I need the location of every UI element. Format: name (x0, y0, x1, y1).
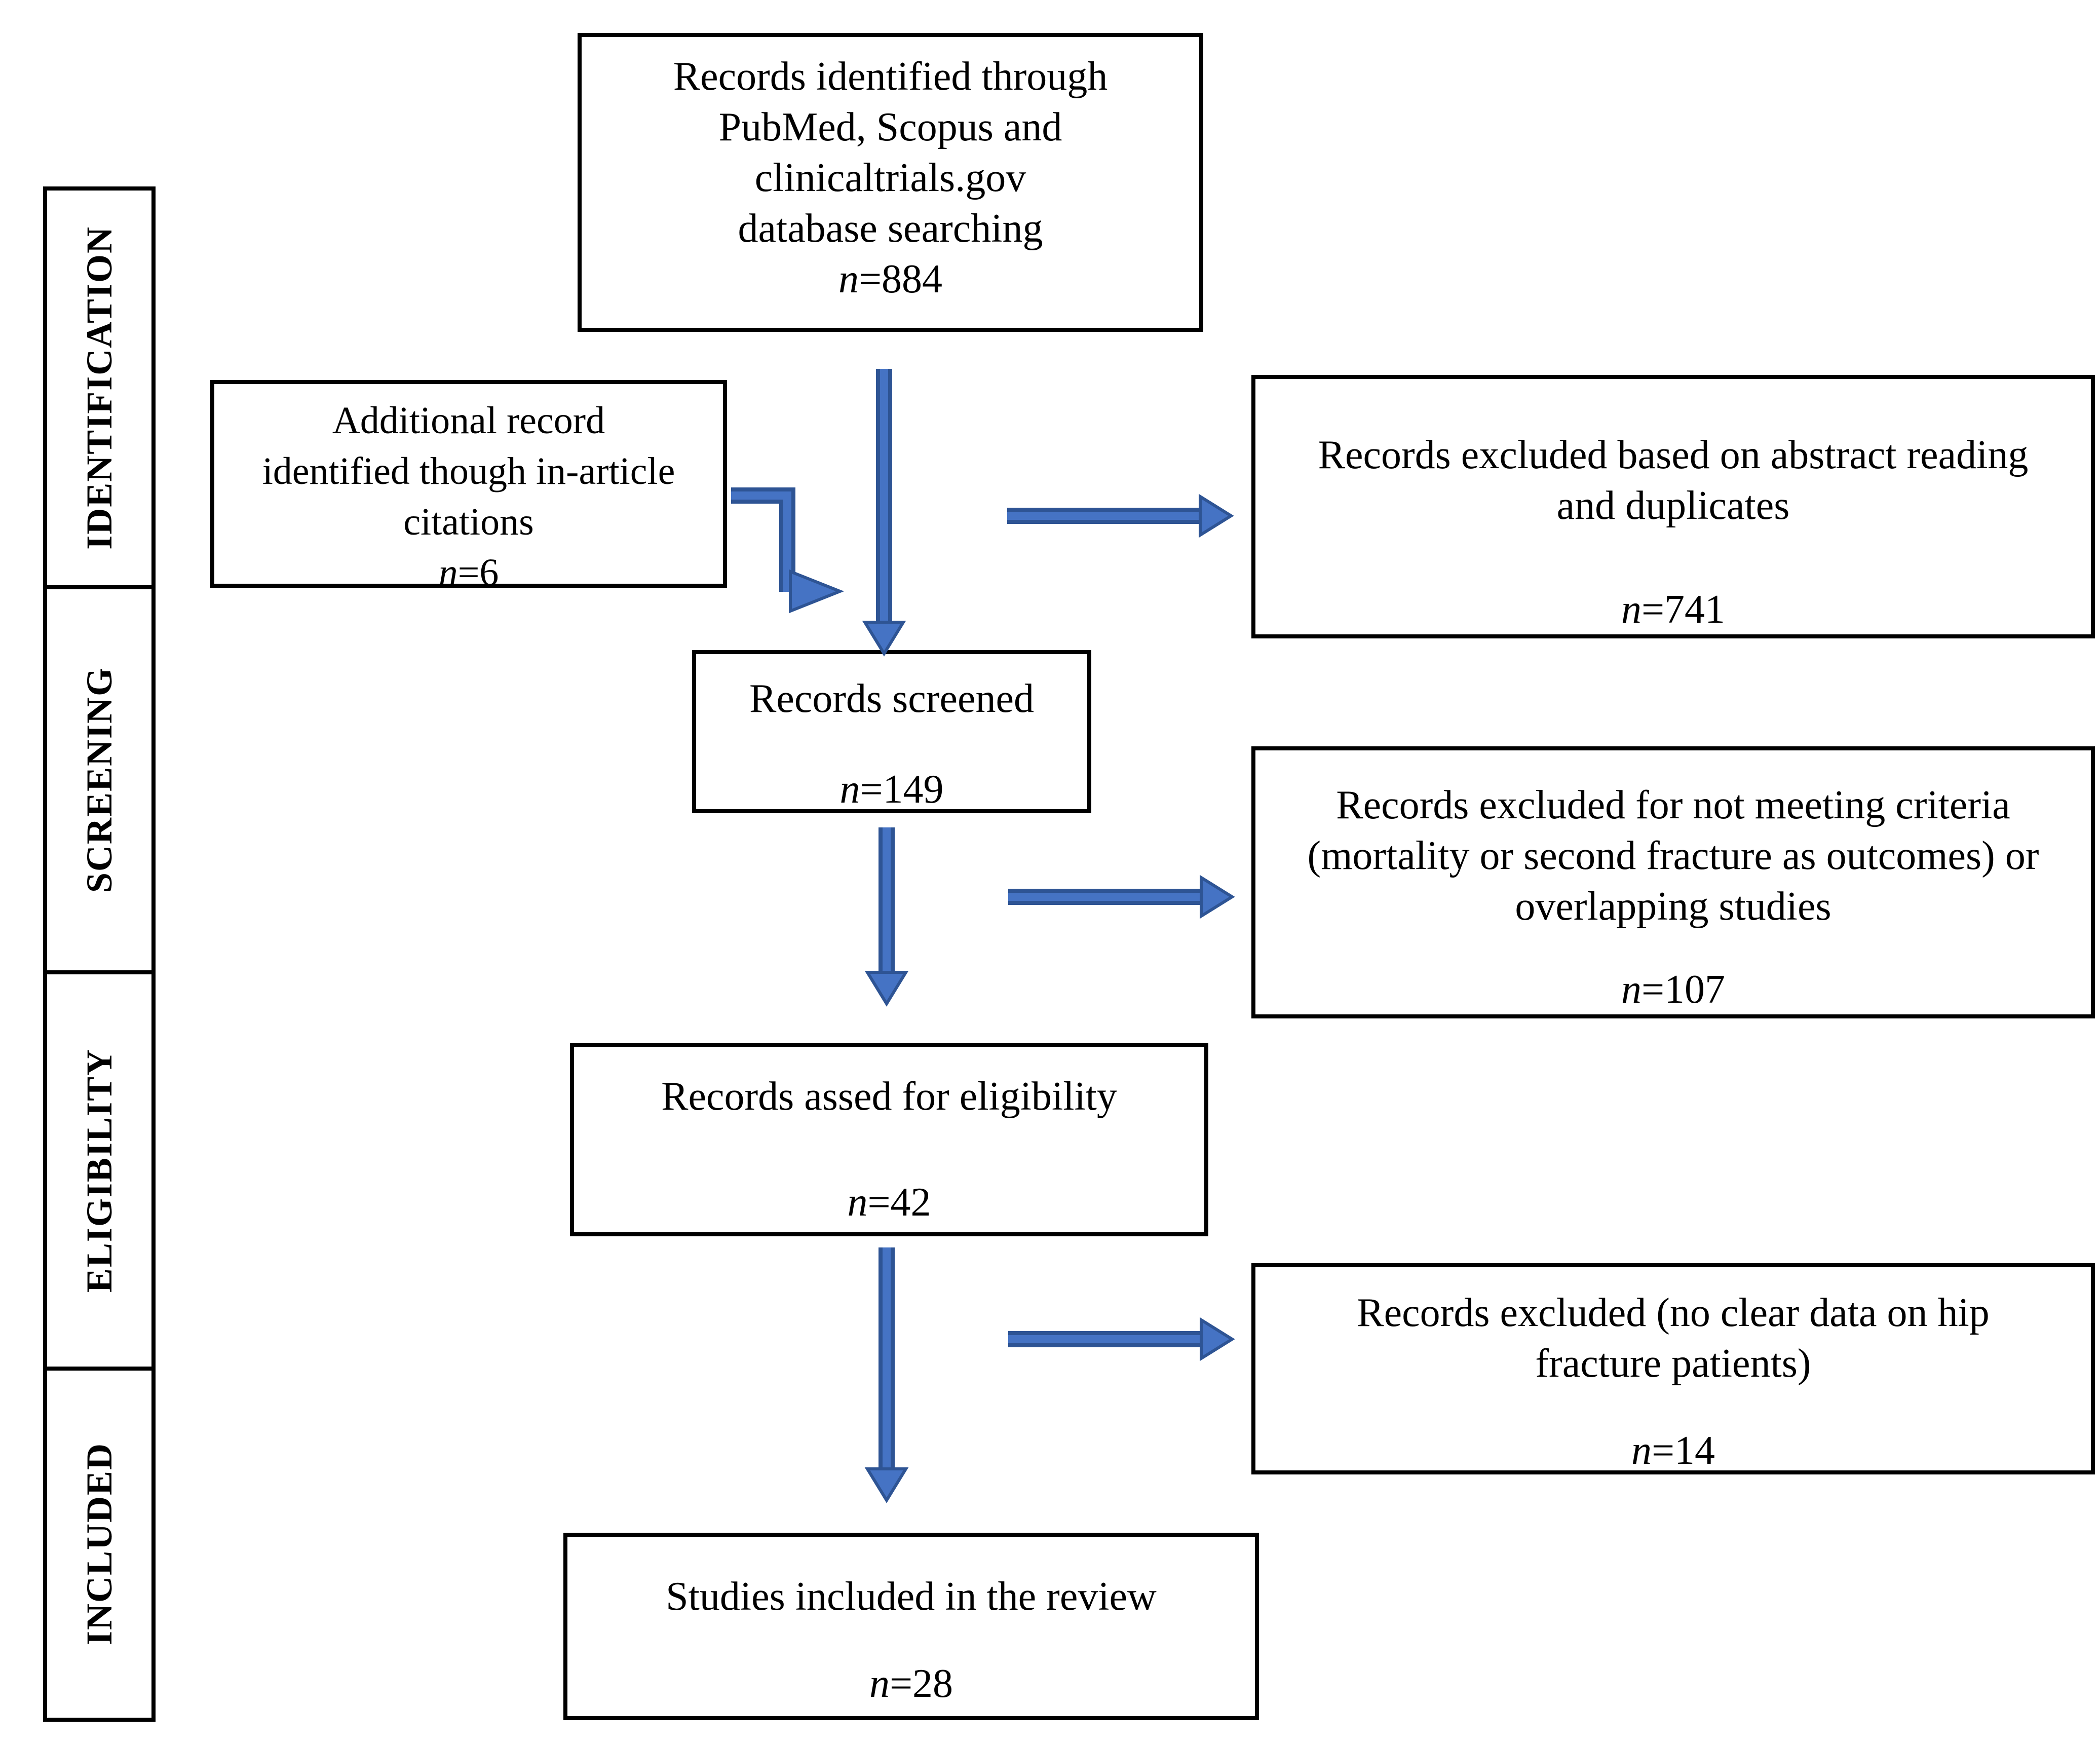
arrow-screened-to-eligibility-icon (864, 827, 909, 1007)
box-studies-included-count: n=28 (869, 1661, 953, 1706)
box-records-screened-count: n=149 (839, 767, 944, 812)
box-excluded-no-data-count: n=14 (1631, 1428, 1715, 1473)
box-assessed-eligibility-text: Records assed for eligibility (661, 1074, 1117, 1119)
box-excluded-no-data-text: Records excluded (no clear data on hip f… (1357, 1291, 1990, 1386)
stage-included: INCLUDED (43, 1367, 156, 1722)
box-records-screened-text: Records screened (749, 676, 1034, 721)
box-excluded-no-data: Records excluded (no clear data on hip f… (1251, 1263, 2095, 1474)
box-excluded-criteria-count: n=107 (1621, 967, 1726, 1012)
box-excluded-criteria: Records excluded for not meeting criteri… (1251, 746, 2095, 1018)
box-records-identified-count: n=884 (838, 257, 943, 301)
stage-screening: SCREENING (43, 585, 156, 974)
arrow-eligibility-to-included-icon (864, 1247, 909, 1503)
box-studies-included: Studies included in the review n=28 (563, 1533, 1259, 1720)
arrow-to-excluded-abstract-icon (1007, 494, 1234, 538)
box-excluded-criteria-text: Records excluded for not meeting criteri… (1307, 783, 2039, 929)
arrow-identified-to-screened-icon (862, 369, 906, 657)
box-excluded-abstract: Records excluded based on abstract readi… (1251, 375, 2095, 638)
stage-eligibility-label: ELIGIBILITY (79, 1048, 120, 1293)
stage-included-label: INCLUDED (79, 1443, 120, 1646)
box-records-identified-text: Records identified through PubMed, Scopu… (673, 54, 1108, 251)
box-additional-records-text: Additional record identified though in-a… (262, 399, 675, 543)
box-assessed-eligibility: Records assed for eligibility n=42 (570, 1043, 1208, 1236)
box-assessed-eligibility-count: n=42 (847, 1180, 931, 1225)
stage-eligibility: ELIGIBILITY (43, 970, 156, 1371)
arrow-to-excluded-no-data-icon (1008, 1317, 1235, 1361)
arrow-to-excluded-criteria-icon (1008, 875, 1235, 919)
box-additional-records: Additional record identified though in-a… (210, 380, 727, 594)
box-excluded-abstract-text: Records excluded based on abstract readi… (1318, 433, 2029, 528)
arrow-additional-elbow-icon (731, 487, 845, 614)
box-excluded-abstract-count: n=741 (1621, 587, 1726, 632)
stage-identification: IDENTIFICATION (43, 186, 156, 589)
stage-screening-label: SCREENING (79, 666, 120, 893)
box-records-identified: Records identified through PubMed, Scopu… (578, 33, 1203, 332)
box-studies-included-text: Studies included in the review (666, 1574, 1157, 1619)
stage-identification-label: IDENTIFICATION (79, 226, 120, 550)
box-additional-records-count: n=6 (438, 551, 499, 594)
box-records-screened: Records screened n=149 (692, 650, 1091, 813)
